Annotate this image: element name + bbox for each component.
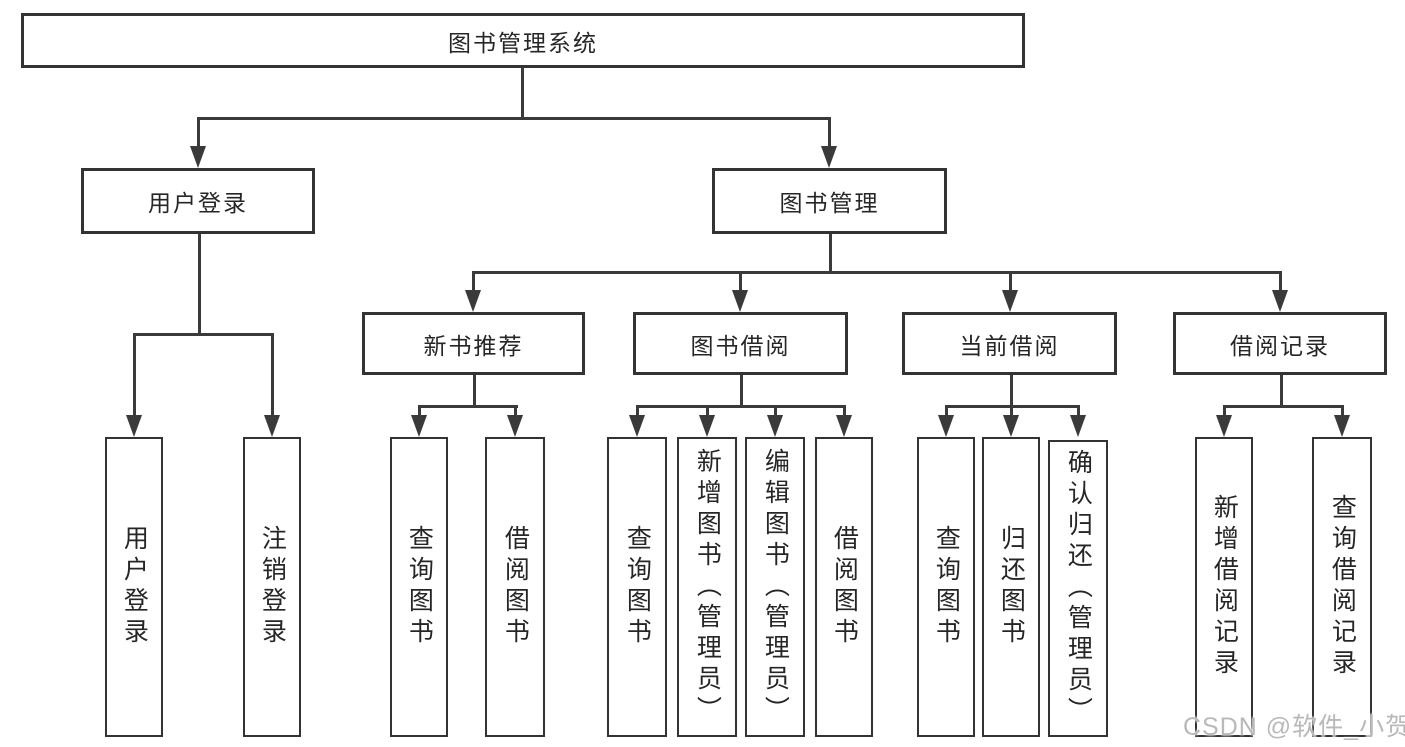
arrow-shaft <box>739 271 742 292</box>
arrow-shaft <box>472 271 475 292</box>
connector-line <box>473 375 476 408</box>
node-book-borrow-label: 图书借阅 <box>690 332 791 359</box>
connector-line <box>473 271 1282 274</box>
connector-line <box>829 234 832 274</box>
arrow-shaft <box>514 405 517 417</box>
node-user-login: 用户登录 <box>81 168 315 234</box>
leaf-confirm-return-admin-label: 确认归还（管理员） <box>1064 449 1093 728</box>
leaf-user-login-label: 用户登录 <box>120 525 149 649</box>
node-user-login-label: 用户登录 <box>148 190 248 216</box>
arrow-shaft <box>1341 405 1344 417</box>
arrow-shaft <box>706 405 709 417</box>
leaf-query-books-borrow-label: 查询图书 <box>623 525 652 649</box>
arrowhead-icon <box>938 415 954 437</box>
leaf-query-borrow-record-label: 查询借阅记录 <box>1328 494 1357 680</box>
arrow-shaft <box>271 333 274 417</box>
arrow-shaft <box>1009 271 1012 292</box>
connector-line <box>1010 375 1013 408</box>
node-book-management: 图书管理 <box>712 168 947 234</box>
leaf-query-books-current-label: 查询图书 <box>932 525 961 649</box>
arrowhead-icon <box>126 415 142 437</box>
leaf-return-book-label: 归还图书 <box>997 525 1026 649</box>
arrowhead-icon <box>411 415 427 437</box>
connector-line <box>198 234 201 336</box>
leaf-query-borrow-record: 查询借阅记录 <box>1312 437 1372 737</box>
arrowhead-icon <box>465 290 481 312</box>
arrowhead-icon <box>1216 415 1232 437</box>
connector-line <box>1223 405 1344 408</box>
connector-line <box>521 68 524 118</box>
node-new-book-recommend: 新书推荐 <box>362 312 585 375</box>
arrow-shaft <box>1077 405 1080 417</box>
arrow-shaft <box>945 405 948 417</box>
connector-line <box>418 405 518 408</box>
leaf-query-books-recommend: 查询图书 <box>390 437 448 737</box>
leaf-borrow-books-recommend: 借阅图书 <box>485 437 545 737</box>
watermark: CSDN @软件_小贺同学 <box>1183 713 1405 741</box>
arrow-shaft <box>843 405 846 417</box>
connector-line <box>636 405 846 408</box>
leaf-user-login: 用户登录 <box>105 437 163 737</box>
connector-line <box>740 375 743 408</box>
leaf-add-book-admin-label: 新增图书（管理员） <box>693 447 722 727</box>
arrow-shaft <box>774 405 777 417</box>
arrowhead-icon <box>1334 415 1350 437</box>
arrowhead-icon <box>190 146 206 168</box>
connector-line <box>133 333 274 336</box>
node-root-label: 图书管理系统 <box>448 29 598 56</box>
arrowhead-icon <box>1002 290 1018 312</box>
arrowhead-icon <box>1003 415 1019 437</box>
node-root: 图书管理系统 <box>21 13 1025 68</box>
node-book-borrow: 图书借阅 <box>633 312 848 375</box>
arrowhead-icon <box>507 415 523 437</box>
leaf-return-book: 归还图书 <box>982 437 1040 737</box>
arrow-shaft <box>197 117 200 148</box>
leaf-query-books-recommend-label: 查询图书 <box>405 525 434 649</box>
leaf-add-borrow-record: 新增借阅记录 <box>1195 437 1253 737</box>
connector-line <box>1280 375 1283 408</box>
arrow-shaft <box>1223 405 1226 417</box>
leaf-borrow-books-recommend-label: 借阅图书 <box>501 525 530 649</box>
leaf-add-book-admin: 新增图书（管理员） <box>677 437 737 737</box>
leaf-borrow-books: 借阅图书 <box>815 437 873 737</box>
leaf-edit-book-admin: 编辑图书（管理员） <box>745 437 805 737</box>
leaf-edit-book-admin-label: 编辑图书（管理员） <box>761 447 790 727</box>
arrowhead-icon <box>1070 415 1086 437</box>
arrow-shaft <box>133 333 136 417</box>
arrowhead-icon <box>699 415 715 437</box>
node-borrow-records: 借阅记录 <box>1173 312 1387 375</box>
leaf-query-books-current: 查询图书 <box>917 437 975 737</box>
node-new-book-recommend-label: 新书推荐 <box>423 332 524 359</box>
leaf-borrow-books-label: 借阅图书 <box>830 525 859 649</box>
arrowhead-icon <box>836 415 852 437</box>
arrowhead-icon <box>1272 290 1288 312</box>
arrowhead-icon <box>767 415 783 437</box>
leaf-add-borrow-record-label: 新增借阅记录 <box>1210 494 1239 680</box>
arrow-shaft <box>828 117 831 148</box>
arrow-shaft <box>1279 271 1282 292</box>
connector-line <box>198 117 831 120</box>
arrowhead-icon <box>732 290 748 312</box>
arrowhead-icon <box>629 415 645 437</box>
arrow-shaft <box>1010 405 1013 417</box>
leaf-confirm-return-admin: 确认归还（管理员） <box>1048 440 1108 737</box>
arrow-shaft <box>418 405 421 417</box>
leaf-query-books-borrow: 查询图书 <box>607 437 667 737</box>
node-current-borrow: 当前借阅 <box>902 312 1117 375</box>
node-book-management-label: 图书管理 <box>779 190 880 216</box>
node-current-borrow-label: 当前借阅 <box>959 332 1060 359</box>
arrow-shaft <box>636 405 639 417</box>
leaf-logout: 注销登录 <box>243 437 301 737</box>
leaf-logout-label: 注销登录 <box>258 525 287 649</box>
arrowhead-icon <box>264 415 280 437</box>
node-borrow-records-label: 借阅记录 <box>1230 332 1330 359</box>
arrowhead-icon <box>821 146 837 168</box>
